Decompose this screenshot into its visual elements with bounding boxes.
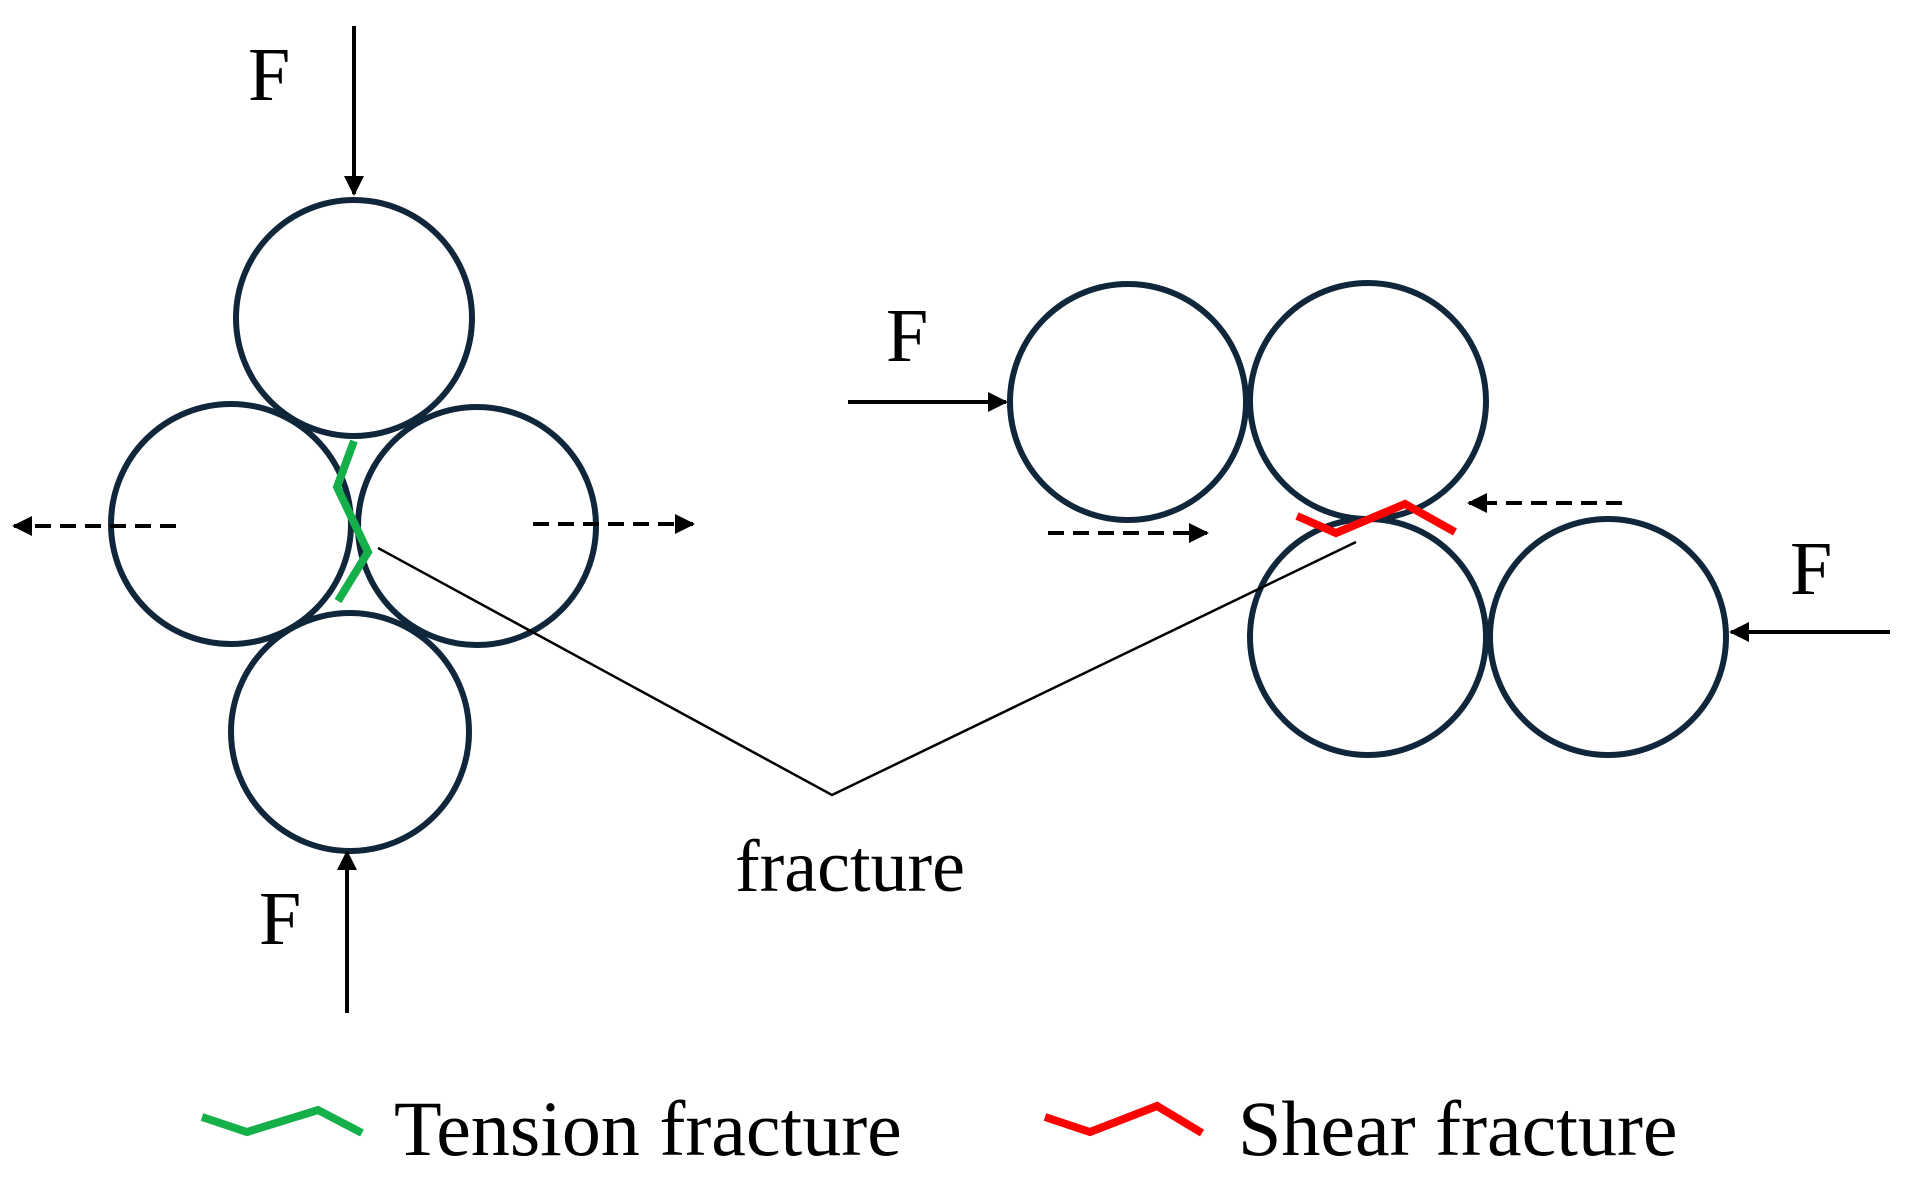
- legend-shear-swatch: [1043, 1101, 1205, 1137]
- force-label-right: F: [1790, 527, 1832, 611]
- shear-fracture-crack: [1295, 499, 1457, 538]
- fracture-leader-line: [377, 540, 1357, 797]
- tension-particle-group: F F: [12, 26, 695, 1013]
- particle-lower-right: [1487, 516, 1729, 758]
- legend-tension-swatch: [200, 1105, 364, 1137]
- force-label-top: F: [248, 33, 290, 117]
- legend-shear-label: Shear fracture: [1238, 1085, 1678, 1172]
- legend-tension-label: Tension fracture: [394, 1085, 902, 1172]
- tension-fracture-crack: [332, 439, 373, 604]
- shear-particle-group: F F: [848, 280, 1890, 758]
- legend: Tension fracture Shear fracture: [200, 1085, 1678, 1172]
- particle-lower-left: [1247, 516, 1489, 758]
- particle-upper-left: [1007, 281, 1249, 523]
- force-label-left: F: [886, 294, 928, 378]
- particle-top: [233, 197, 475, 439]
- particle-bottom: [228, 610, 472, 854]
- force-label-bottom: F: [259, 877, 301, 961]
- fracture-label: fracture: [735, 826, 965, 908]
- particle-upper-right: [1247, 280, 1489, 522]
